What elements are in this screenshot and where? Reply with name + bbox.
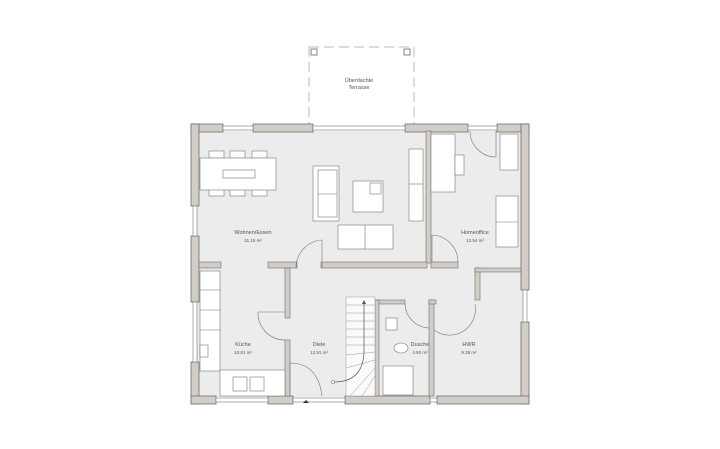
room-area: 9.38 m²	[461, 350, 477, 355]
inner-walls	[198, 130, 522, 397]
room-name: Dusche	[410, 342, 430, 348]
room-label-homeoffice: Homeoffice 12.54 m²	[461, 230, 489, 244]
room-name: Wohnen/Essen	[234, 230, 272, 236]
windows	[192, 125, 528, 403]
terrace-label-line2: Terrasse	[348, 85, 370, 91]
room-label-hwr: HWR 9.38 m²	[461, 342, 476, 356]
staircase	[331, 296, 376, 397]
room-name: HWR	[462, 342, 476, 348]
room-area: 10.81 m²	[234, 350, 252, 355]
doors	[257, 130, 497, 397]
terrace	[308, 46, 415, 128]
room-label-diele: Diele 12.91 m²	[310, 342, 328, 356]
room-area: 12.91 m²	[310, 350, 328, 355]
room-area: 12.54 m²	[466, 238, 484, 243]
furniture	[199, 133, 519, 397]
room-name: Diele	[312, 342, 326, 348]
room-area: 31.15 m²	[244, 238, 262, 243]
room-label-wohnen: Wohnen/Essen 31.15 m²	[234, 230, 271, 244]
room-name: Küche	[235, 342, 251, 348]
room-area: 4.50 m²	[412, 350, 428, 355]
room-label-dusche: Dusche 4.50 m²	[411, 342, 430, 356]
terrace-label: Überdachte Terrasse	[345, 78, 373, 92]
room-label-kueche: Küche 10.81 m²	[234, 342, 252, 356]
room-name: Homeoffice	[461, 230, 489, 236]
terrace-label-line1: Überdachte	[344, 78, 374, 84]
